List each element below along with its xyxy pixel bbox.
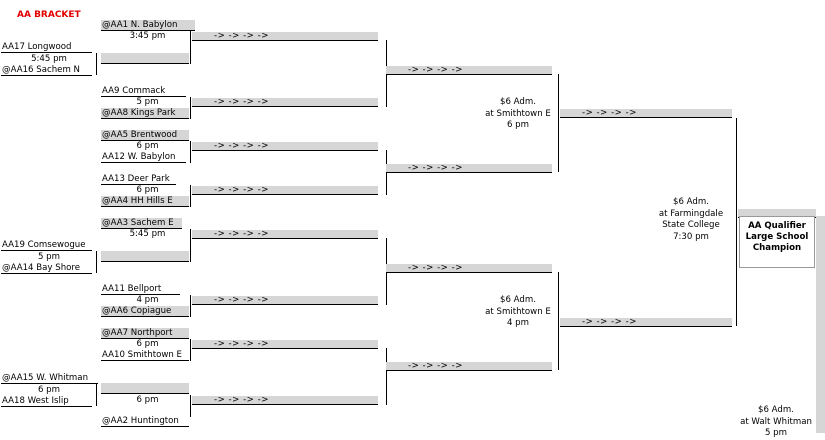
advance-arrow: -> -> -> -> [560,318,732,327]
game-time: 5:45 pm [31,54,67,64]
advance-arrow: -> -> -> -> [192,396,378,405]
bracket-connector [188,141,191,163]
bracket-connector [94,384,97,406]
team-slot: @AA6 Copiague [101,306,189,317]
advance-arrow: -> -> -> -> [192,296,378,305]
advance-arrow: -> -> -> -> [192,230,378,239]
game-time: 7:30 pm [673,231,709,242]
team-slot: AA11 Bellport [101,284,180,295]
team-slot: @AA4 HH Hills E [101,196,189,207]
bracket-connector [188,229,191,262]
team-slot: @AA8 Kings Park [101,108,189,119]
bracket-connector [384,348,387,405]
bracket-connector [556,74,559,172]
admission-price: $6 Adm. [758,405,794,415]
quarterfinal-venue-top: $6 Adm. at Smithtown E 6 pm [470,97,566,132]
game-time: 6 pm [506,120,530,130]
bracket-connector [188,97,191,119]
team-slot: AA10 Smithtown E [101,350,189,361]
team-slot: AA13 Deer Park [101,174,176,185]
semifinal-venue: $6 Adm. at Farmingdale State College 7:3… [645,197,737,243]
advance-arrow: -> -> -> -> [192,186,378,195]
game-time: 6 pm [37,385,61,395]
venue-site: at Farmingdale [658,208,724,219]
bracket-connector [94,251,97,273]
team-slot: @AA14 Bay Shore [1,263,92,274]
team-slot: AA9 Commack [101,86,186,97]
admission-price: $6 Adm. [500,295,536,305]
bracket-connector [734,118,737,326]
team-slot: @AA15 W. Whitman [1,373,98,384]
quarterfinal-venue-bottom: $6 Adm. at Smithtown E 4 pm [470,295,566,330]
team-slot: @AA3 Sachem E [101,218,182,229]
bracket-title: AA BRACKET [17,10,81,20]
team-slot: @AA5 Brentwood [101,130,189,141]
advance-arrow: -> -> -> -> [386,362,552,371]
venue-site: at Walt Whitman [740,416,812,427]
bracket-connector [556,272,559,370]
advance-arrow: -> -> -> -> [386,264,552,273]
advance-arrow: -> -> -> -> [386,66,552,75]
venue-site-line2: State College [662,220,720,230]
venue-site: at Smithtown E [485,306,551,317]
advance-arrow: -> -> -> -> [192,32,378,41]
advance-arrow: -> -> -> -> [192,340,378,349]
advance-arrow: -> -> -> -> [560,109,732,118]
team-slot: AA12 W. Babylon [101,152,186,163]
team-slot [101,53,189,64]
venue-site: at Smithtown E [485,108,551,119]
game-time: 5 pm [136,97,159,107]
bracket-connector [188,185,191,207]
game-time: 6 pm [136,339,159,349]
bracket-connector [188,395,191,417]
admission-price: $6 Adm. [673,197,709,207]
team-slot: AA18 West Islip [1,396,92,407]
game-time: 6 pm [136,141,159,151]
advance-arrow: -> -> -> -> [192,142,378,151]
bracket-connector [188,31,191,64]
advance-arrow: -> -> -> -> [386,164,552,173]
game-time: 5:45 pm [129,229,166,239]
game-time: 6 pm [136,185,159,195]
bracket-side-bar [816,216,825,433]
team-slot [101,251,189,262]
game-time: 5 pm [37,252,61,262]
bracket-connector [94,53,97,75]
game-time: 4 pm [506,318,530,328]
game-time: 4 pm [136,295,159,305]
game-time: 3:45 pm [129,31,166,41]
team-slot: @AA1 N. Babylon [101,20,195,31]
team-slot: @AA2 Huntington [101,416,189,427]
team-slot: @AA16 Sachem N [1,65,92,76]
final-venue: $6 Adm. at Walt Whitman 5 pm [735,405,817,440]
bracket-connector [188,295,191,317]
admission-price: $6 Adm. [500,97,536,107]
bracket-connector [188,339,191,361]
team-slot [101,383,189,394]
champion-label: AA Qualifier Large School Champion [739,216,815,268]
game-time: 5 pm [764,428,788,438]
advance-arrow: -> -> -> -> [192,98,378,107]
team-slot: @AA7 Northport [101,328,189,339]
team-slot: AA19 Comsewogue [1,240,92,251]
game-time: 6 pm [136,395,159,405]
team-slot: AA17 Longwood [1,42,92,53]
